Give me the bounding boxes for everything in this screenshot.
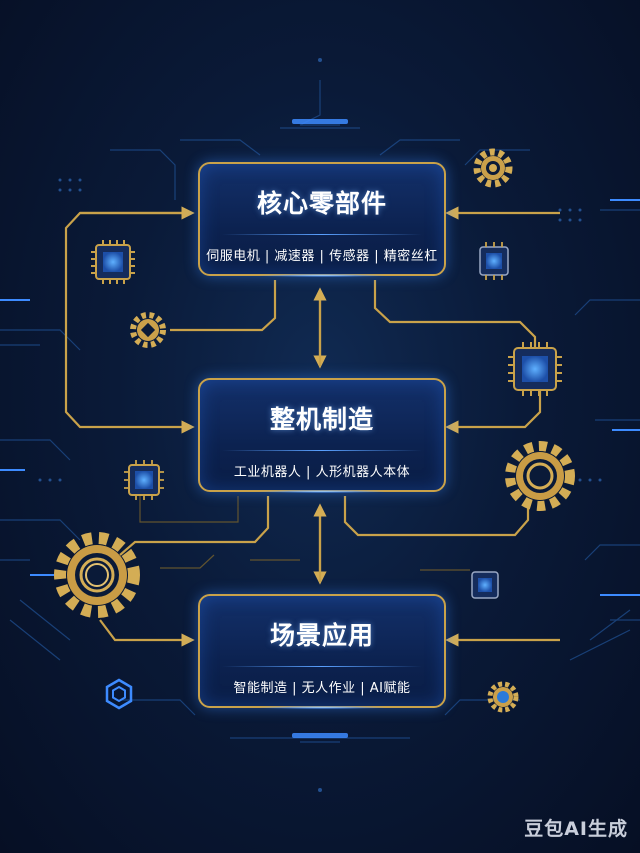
node-assembly: 整机制造 工业机器人 | 人形机器人本体	[198, 378, 446, 493]
watermark: 豆包AI生成	[524, 818, 628, 840]
node-subtitle: 智能制造 | 无人作业 | AI赋能	[233, 681, 411, 696]
node-title: 整机制造	[269, 405, 374, 434]
node-glow	[260, 490, 384, 493]
node-glow	[260, 706, 384, 709]
top-accent-bar	[292, 119, 348, 124]
node-divider	[222, 450, 422, 451]
gear-icon	[130, 312, 166, 348]
node-core-components: 核心零部件 伺服电机 | 减速器 | 传感器 | 精密丝杠	[198, 162, 446, 277]
gear-icon	[487, 681, 519, 713]
node-subtitle: 工业机器人 | 人形机器人本体	[233, 465, 411, 480]
blue-circuit-traces	[0, 80, 640, 743]
node-title: 场景应用	[269, 621, 374, 650]
chip-icon	[124, 460, 164, 500]
node-subtitle: 伺服电机 | 减速器 | 传感器 | 精密丝杠	[206, 249, 438, 264]
chip-icon	[91, 240, 135, 284]
node-scenarios: 场景应用 智能制造 | 无人作业 | AI赋能	[198, 594, 446, 709]
blue-glow-lines	[0, 199, 640, 596]
hexagon-icon	[105, 678, 133, 710]
gear-icon	[505, 441, 575, 511]
bottom-accent-bar	[292, 733, 348, 738]
dot-grid	[38, 58, 602, 792]
node-divider	[222, 666, 422, 667]
chip-icon	[471, 571, 499, 599]
gold-connectors	[64, 206, 560, 647]
gear-icon	[473, 148, 513, 188]
node-title: 核心零部件	[256, 189, 387, 218]
chip-icon	[479, 242, 509, 280]
thin-gold-traces	[139, 496, 470, 571]
chip-icon	[508, 342, 562, 396]
node-glow	[260, 274, 384, 277]
node-divider	[222, 234, 422, 235]
gear-icon	[54, 532, 140, 618]
